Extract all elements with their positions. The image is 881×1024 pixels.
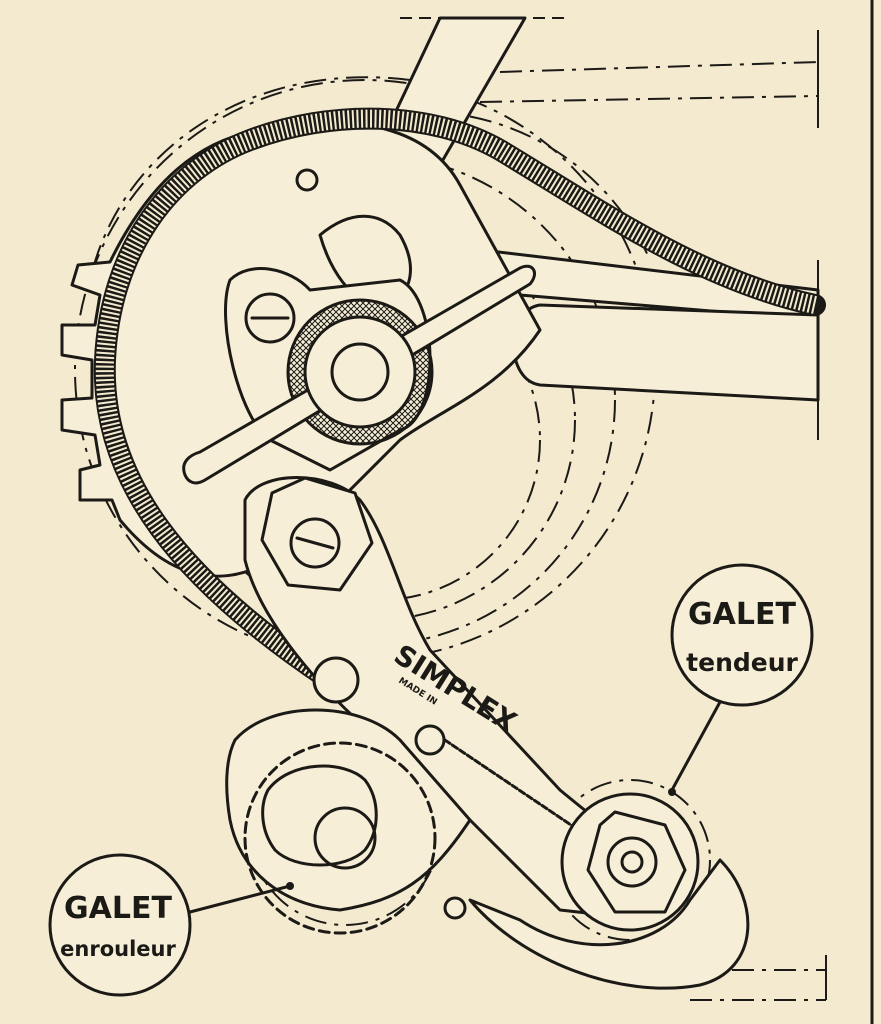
callout-galet-enrouleur: GALET enrouleur — [48, 853, 192, 997]
jockey-wheel-guide — [243, 741, 437, 935]
callout-leaders — [188, 700, 722, 914]
callout-tendeur-line2: tendeur — [686, 648, 798, 677]
callout-enrouleur-line2: enrouleur — [60, 937, 176, 961]
frame-border — [817, 0, 874, 1024]
jockey-wheel-tensioner — [468, 792, 750, 990]
chain-cable — [93, 107, 826, 691]
callout-galet-tendeur: GALET tendeur — [670, 563, 814, 707]
hub-assembly — [182, 264, 536, 485]
callout-tendeur-line1: GALET — [688, 597, 796, 632]
cage-arm: SIMPLEX MADE IN — [243, 476, 656, 922]
callout-enrouleur-line1: GALET — [64, 891, 172, 926]
